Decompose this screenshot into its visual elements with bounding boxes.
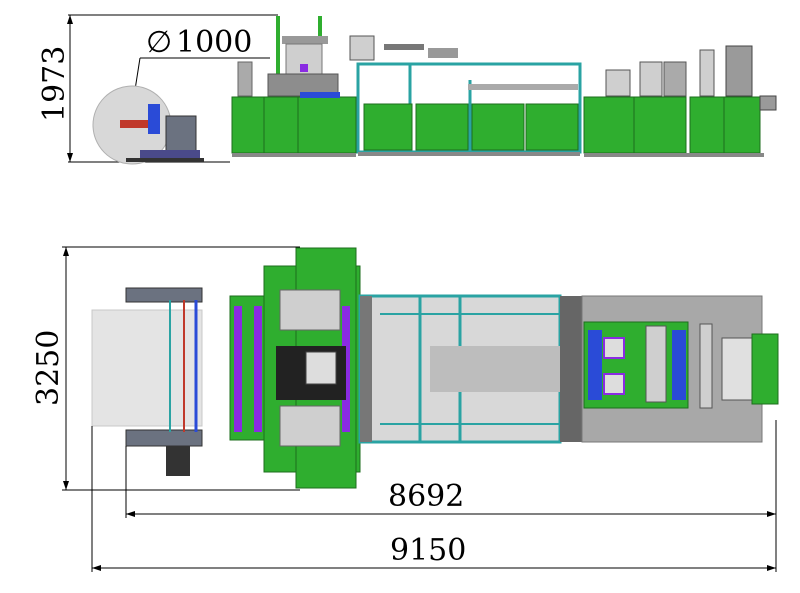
height-dimension-label: 1973	[37, 46, 72, 122]
width-dimension: 3250	[31, 246, 300, 491]
side-elevation-view: 1973 ∅ 1000	[37, 14, 777, 165]
inner-length-label: 8692	[388, 479, 464, 514]
finishing-section-plan	[560, 295, 779, 443]
conveyor-frame-plan	[358, 294, 562, 444]
height-dimension: 1973	[37, 14, 278, 163]
width-dimension-label: 3250	[31, 330, 66, 406]
plan-view: 3250	[31, 246, 779, 572]
diameter-symbol: ∅	[146, 25, 172, 60]
unwind-stand-plan	[125, 287, 203, 476]
material-roll-plan	[91, 309, 203, 427]
roll-diameter-label: 1000	[176, 25, 252, 60]
main-body-section-2	[583, 45, 777, 157]
total-length-dimension: 9150	[91, 426, 777, 572]
unwind-stand	[120, 104, 204, 162]
roll-diameter-dimension: ∅ 1000	[123, 25, 270, 161]
main-body-section-1	[231, 16, 375, 157]
inner-length-dimension: 8692	[125, 420, 777, 518]
total-length-label: 9150	[390, 533, 466, 568]
conveyor-frame-section	[356, 44, 582, 156]
main-body-plan	[229, 247, 361, 489]
